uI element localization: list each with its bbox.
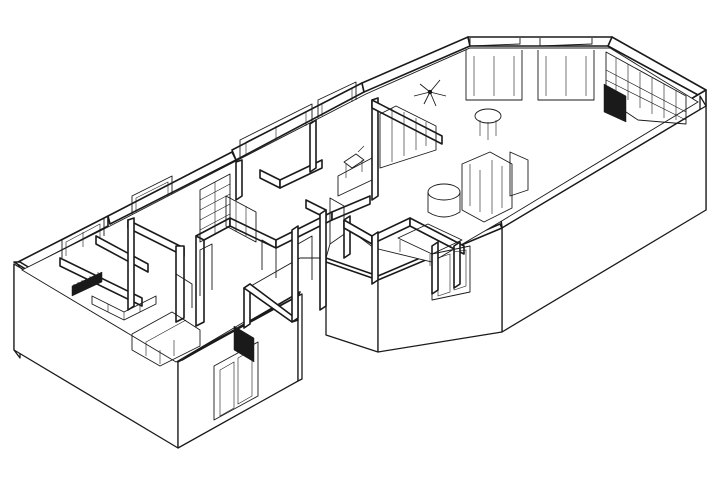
shelving	[92, 52, 686, 366]
radiator-west	[72, 272, 102, 296]
radiator-east	[604, 84, 626, 122]
south-windows	[214, 246, 470, 420]
doors	[176, 198, 344, 308]
desk	[398, 224, 462, 266]
north-windows	[62, 38, 594, 258]
radiators	[72, 84, 626, 362]
round-table	[428, 184, 460, 217]
chair	[344, 146, 364, 178]
plant	[414, 80, 446, 106]
furniture	[344, 80, 501, 266]
radiator-south	[234, 326, 254, 362]
round-side-table	[475, 109, 501, 140]
